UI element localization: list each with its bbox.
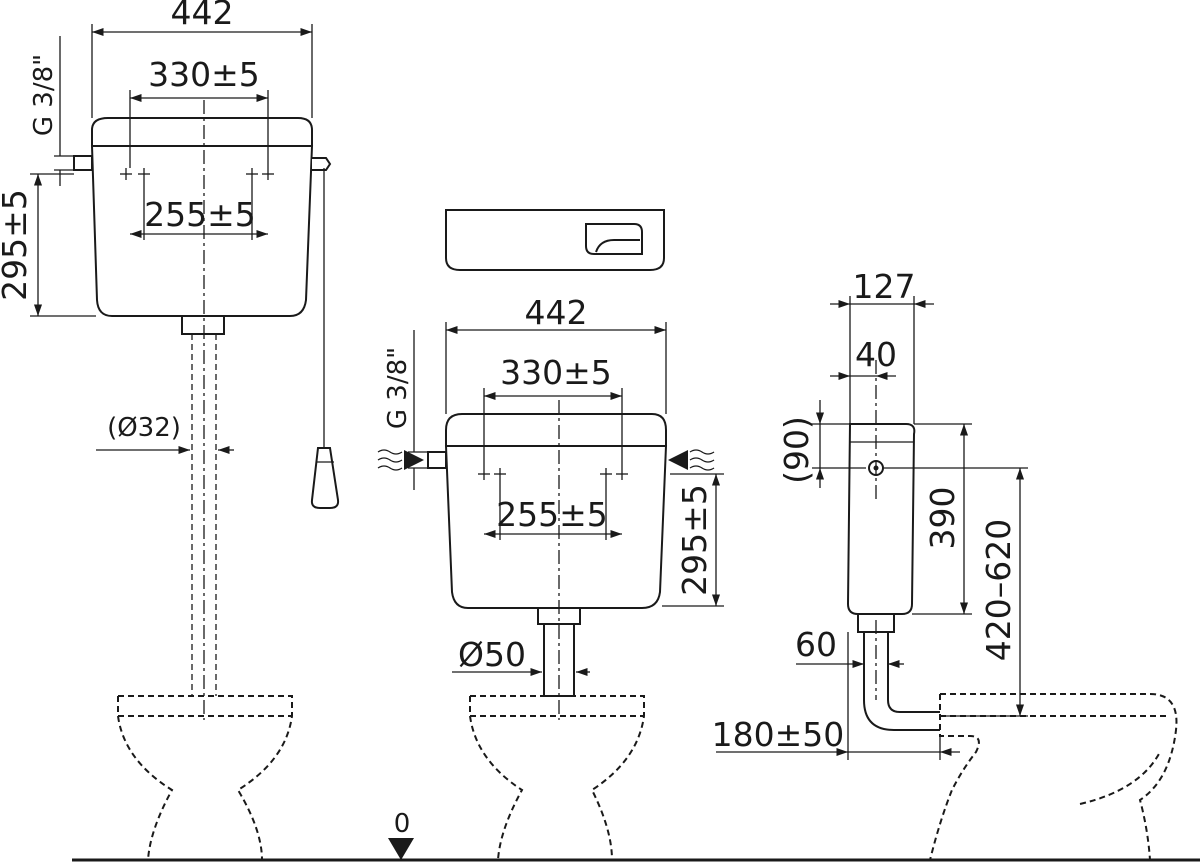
cistern-top-view (445, 209, 665, 271)
dim-outlet-range: 180±50 (712, 715, 845, 754)
dim-inlet-offset: 40 (855, 335, 897, 374)
side-cistern-body (846, 423, 916, 615)
dim-inlet-height: (90) (777, 416, 816, 484)
floor-level-label: 0 (394, 809, 411, 839)
dim-pipe-diameter: Ø50 (458, 635, 526, 674)
flush-lever (312, 157, 332, 171)
cistern-lid (91, 117, 313, 147)
side-wc-pan-outline (929, 693, 1178, 861)
high-level-cistern: 442 330±5 255±5 295±5 G 3/8" (Ø32) (0, 0, 340, 861)
outlet-stub (181, 315, 225, 335)
dim-height: 295±5 (0, 189, 34, 301)
water-inlet-left-icon (377, 449, 424, 471)
dim-height: 295±5 (675, 484, 714, 596)
dim-thread: G 3/8" (29, 54, 59, 136)
fixing-holes (478, 468, 628, 480)
wc-pan-outline (117, 695, 293, 861)
dim-tank-height: 390 (923, 487, 962, 550)
dim-thread: G 3/8" (383, 347, 413, 429)
dim-fix-spacing-top: 330±5 (500, 353, 612, 392)
cistern-body (444, 445, 668, 609)
water-inlet-right-icon (668, 449, 715, 471)
floor-level-marker: 0 (388, 809, 414, 860)
dim-fix-spacing-top: 330±5 (148, 55, 260, 94)
dim-depth: 127 (853, 267, 916, 306)
dim-fix-spacing-inner: 255±5 (144, 195, 256, 234)
low-level-cistern: 442 330±5 255±5 295±5 G 3/8" Ø50 (377, 293, 724, 861)
cistern-lid (445, 413, 667, 447)
dim-width: 442 (525, 293, 588, 332)
fixing-holes (120, 168, 274, 180)
dim-pipe-diameter: (Ø32) (107, 413, 181, 443)
wc-pan-outline (469, 695, 645, 861)
dim-install-range: 420–620 (979, 519, 1018, 661)
dim-pipe-offset: 60 (795, 625, 837, 664)
pull-handle (310, 447, 340, 509)
dim-fix-spacing-inner: 255±5 (496, 495, 608, 534)
inlet-nipple (73, 155, 93, 171)
side-view: 127 40 (90) 390 420–620 60 180±50 (712, 267, 1178, 861)
inlet-nipple (427, 451, 447, 469)
side-flush-bend (863, 632, 940, 731)
dim-width: 442 (171, 0, 234, 32)
